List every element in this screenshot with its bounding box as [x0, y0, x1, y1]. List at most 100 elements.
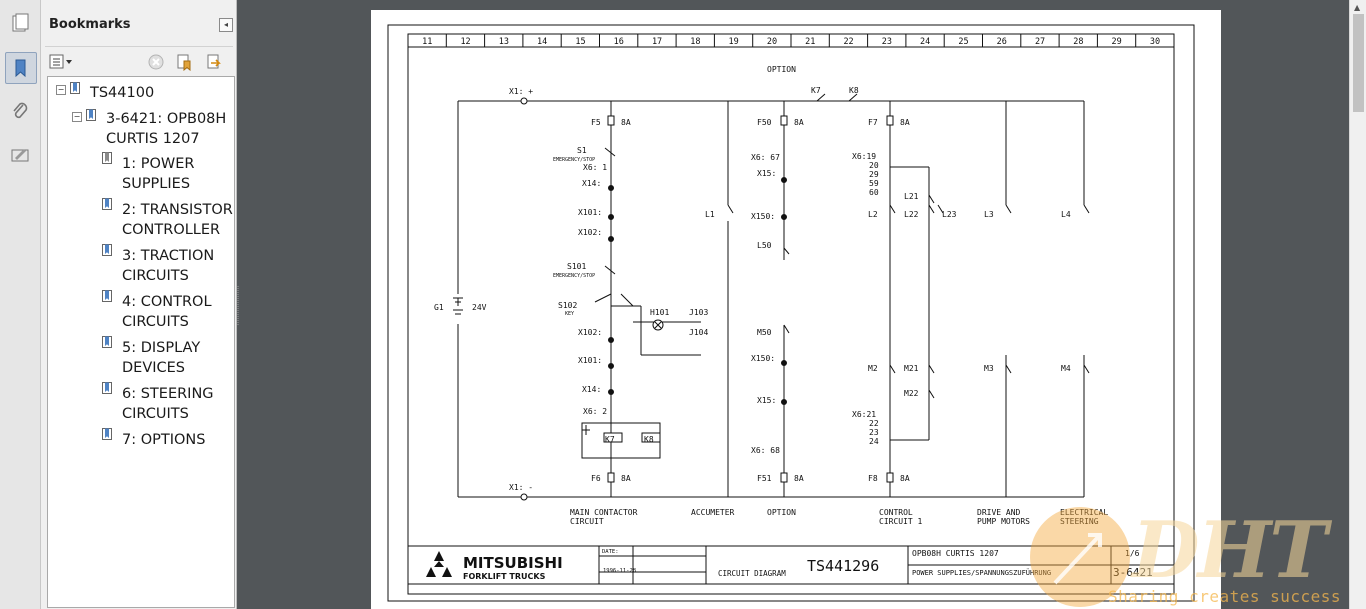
diagram-label: K8: [644, 435, 654, 444]
scrollbar-thumb[interactable]: [1353, 14, 1364, 112]
column-number: 18: [690, 37, 700, 47]
mitsubishi-logo-icon: [426, 551, 452, 577]
diagram-label: M2: [868, 364, 878, 373]
diagram-label: K7: [811, 86, 821, 95]
diagram-label: M3: [984, 364, 994, 373]
column-number: 13: [499, 37, 509, 47]
delete-bookmark-icon[interactable]: [147, 53, 165, 71]
diagram-label: 29: [869, 170, 879, 179]
diagram-label: 8A: [794, 118, 804, 127]
diagram-label: 24: [869, 437, 879, 446]
diagram-label: 23: [869, 428, 879, 437]
bookmarks-icon[interactable]: [5, 52, 37, 84]
diagram-label: F7: [868, 118, 878, 127]
bookmark-root[interactable]: TS44100: [90, 85, 155, 101]
column-number: 24: [920, 37, 930, 47]
page-thumbnails-icon[interactable]: [5, 8, 35, 38]
title-block: [408, 545, 1174, 585]
circuit-section-label: STEERING: [1060, 517, 1099, 526]
model-name: OPB08H CURTIS 1207: [912, 549, 999, 558]
bookmark-item-label: 6: STEERING: [122, 386, 214, 402]
attachments-icon[interactable]: [5, 96, 35, 126]
diagram-label: L50: [757, 241, 772, 250]
diagram-label: L21: [904, 192, 919, 201]
diagram-label: M22: [904, 389, 919, 398]
bookmark-item[interactable]: 7: OPTIONS: [122, 430, 205, 450]
diagram-label: 8A: [900, 474, 910, 483]
date-label: DATE:: [602, 549, 619, 555]
bookmark-icon: [102, 290, 112, 302]
column-number: 22: [843, 37, 853, 47]
circuit-section-label: CIRCUIT 1: [879, 517, 923, 526]
wires: [457, 100, 1085, 498]
diagram-label: 59: [869, 179, 879, 188]
bookmark-item-label: CIRCUITS: [122, 314, 189, 330]
new-bookmark-icon[interactable]: [175, 53, 193, 72]
brand-subtitle: FORKLIFT TRUCKS: [463, 572, 546, 581]
diagram-label: OPTION: [767, 65, 796, 74]
bookmark-item-label: 2: TRANSISTOR: [122, 202, 233, 218]
diagram-label: 20: [869, 161, 879, 170]
diagram-label: L4: [1061, 210, 1071, 219]
diagram-label: 24V: [472, 303, 487, 312]
collapse-panel-button[interactable]: ◂: [219, 18, 233, 32]
bookmark-document[interactable]: 3-6421: OPB08H CURTIS 1207: [106, 111, 227, 147]
scroll-up-icon[interactable]: ▲: [1354, 3, 1361, 12]
circuit-section-label: ELECTRICAL: [1060, 508, 1108, 517]
diagram-label: L1: [705, 210, 715, 219]
diagram-label: X15:: [757, 169, 776, 178]
bookmark-icon: [86, 109, 96, 121]
diagram-label: F6: [591, 474, 601, 483]
column-number: 29: [1112, 37, 1122, 47]
collapse-toggle-icon[interactable]: −: [56, 85, 66, 95]
options-menu-icon[interactable]: [49, 53, 75, 71]
diagram-label: L2: [868, 210, 878, 219]
panel-splitter[interactable]: [236, 286, 240, 326]
collapse-toggle-icon[interactable]: −: [72, 112, 82, 122]
bookmark-icon: [70, 82, 80, 94]
circuit-section-label: CIRCUIT: [570, 517, 604, 526]
column-number: 19: [729, 37, 739, 47]
signatures-icon[interactable]: [5, 140, 35, 170]
diagram-label: X14:: [582, 179, 601, 188]
column-number: 11: [422, 37, 432, 47]
drawing-number: TS441296: [807, 557, 879, 575]
diagram-label: X150:: [751, 212, 775, 221]
brand-name: MITSUBISHI: [463, 554, 563, 572]
diagram-label: X101:: [578, 208, 602, 217]
bookmark-icon: [102, 336, 112, 348]
diagram-label: M21: [904, 364, 919, 373]
diagram-label: 8A: [900, 118, 910, 127]
bookmark-icon: [102, 198, 112, 210]
circuit-section-label: ACCUMETER: [691, 508, 735, 517]
expand-bookmark-icon[interactable]: [205, 53, 223, 71]
watermark-emblem-icon: [1030, 507, 1130, 607]
diagram-label: X14:: [582, 385, 601, 394]
column-number: 20: [767, 37, 777, 47]
diagram-label: G1: [434, 303, 444, 312]
circuit-section-label: MAIN CONTACTOR: [570, 508, 638, 517]
column-number: 25: [958, 37, 968, 47]
diagram-label: X101:: [578, 356, 602, 365]
bookmark-icon: [102, 428, 112, 440]
column-number: 17: [652, 37, 662, 47]
diagram-label: X6: 1: [583, 163, 607, 172]
bookmark-item-label: 5: DISPLAY: [122, 340, 201, 356]
vertical-scrollbar[interactable]: ▲: [1349, 0, 1366, 609]
column-number: 27: [1035, 37, 1045, 47]
bookmark-item-label: 1: POWER: [122, 156, 195, 172]
diagram-label: X15:: [757, 396, 776, 405]
diagram-label: M4: [1061, 364, 1071, 373]
diagram-label: X6:19: [852, 152, 876, 161]
switch-contacts: [453, 93, 1090, 435]
diagram-label: 22: [869, 419, 879, 428]
